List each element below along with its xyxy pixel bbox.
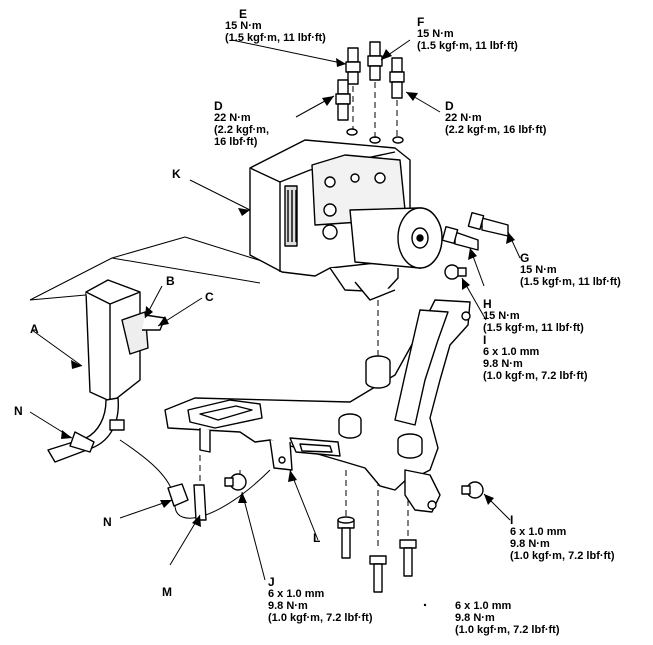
- rubber-mount-top: [365, 355, 391, 389]
- callout-j-line-2: 9.8 N·m: [268, 600, 308, 612]
- callout-j-letter: J: [268, 575, 275, 589]
- callout-i-upper: I 6 x 1.0 mm 9.8 N·m (1.0 kgf·m, 7.2 lbf…: [483, 334, 588, 382]
- bottom-bolt-spec-line-3: (1.0 kgf·m, 7.2 lbf·ft): [455, 624, 560, 636]
- callout-a: A: [30, 322, 39, 336]
- callout-e-line-1: 15 N·m: [225, 20, 262, 32]
- rubber-mount-right: [397, 433, 423, 459]
- leader-arrowheads: [61, 49, 515, 527]
- flare-nut-h: [441, 225, 479, 251]
- connector-a: [85, 279, 166, 403]
- callout-h-line-1: 15 N·m: [483, 310, 520, 322]
- callout-g-line-2: (1.5 kgf·m, 11 lbf·ft): [520, 276, 621, 288]
- callout-d-right: D 22 N·m (2.2 kgf·m, 16 lbf·ft): [445, 100, 546, 136]
- bolt-lower-right: [399, 539, 417, 577]
- modulator-unit: [249, 128, 443, 301]
- harness-band: [193, 484, 207, 521]
- callout-d-right-letter: D: [445, 99, 454, 113]
- callout-i-lower-letter: I: [510, 513, 514, 527]
- callout-d-left-line-1: 22 N·m: [214, 112, 251, 124]
- bottom-bolt-spec-line-2: 9.8 N·m: [455, 612, 495, 624]
- bolt-lower-middle: [369, 555, 387, 593]
- bolt-lower-left: [337, 516, 355, 559]
- flare-nut-f: [367, 41, 383, 81]
- callout-g: G 15 N·m (1.5 kgf·m, 11 lbf·ft): [520, 252, 621, 288]
- callout-j-line-3: (1.0 kgf·m, 7.2 lbf·ft): [268, 612, 373, 624]
- bottom-bolt-spec: 6 x 1.0 mm 9.8 N·m (1.0 kgf·m, 7.2 lbf·f…: [455, 600, 560, 636]
- flare-nut-d-right: [389, 57, 405, 99]
- callout-f-letter: F: [417, 15, 425, 29]
- callout-i-lower-line-3: (1.0 kgf·m, 7.2 lbf·ft): [510, 550, 615, 562]
- callout-n-upper: N: [14, 404, 23, 418]
- callout-f-line-1: 15 N·m: [417, 28, 454, 40]
- callout-i-lower-line-1: 6 x 1.0 mm: [510, 526, 567, 538]
- callout-d-right-line-1: 22 N·m: [445, 112, 482, 124]
- bolt-i-upper: [444, 264, 467, 280]
- connector-outline: [29, 236, 285, 301]
- callout-k: K: [172, 167, 181, 181]
- flare-nut-d-left: [335, 79, 351, 121]
- callout-f-line-2: (1.5 kgf·m, 11 lbf·ft): [417, 40, 518, 52]
- callout-e-line-2: (1.5 kgf·m, 11 lbf·ft): [225, 32, 326, 44]
- callout-c: C: [205, 290, 214, 304]
- wire-harness: [47, 397, 125, 463]
- callout-i-upper-letter: I: [483, 333, 487, 347]
- callout-d-left: D 22 N·m (2.2 kgf·m, 16 lbf·ft): [214, 100, 269, 148]
- flare-nut-e: [345, 47, 361, 85]
- callout-i-upper-line-2: 9.8 N·m: [483, 358, 523, 370]
- callout-d-left-line-2: (2.2 kgf·m,: [214, 124, 270, 136]
- callout-h-letter: H: [483, 297, 492, 311]
- callout-i-upper-line-3: (1.0 kgf·m, 7.2 lbf·ft): [483, 370, 588, 382]
- bottom-bolt-spec-line-1: 6 x 1.0 mm: [455, 600, 512, 612]
- callout-e: E 15 N·m (1.5 kgf·m, 11 lbf·ft): [225, 8, 326, 44]
- rubber-mount-left: [338, 413, 362, 439]
- callout-m: M: [162, 585, 172, 599]
- callout-h: H 15 N·m (1.5 kgf·m, 11 lbf·ft): [483, 298, 584, 334]
- callout-b: B: [166, 274, 175, 288]
- callout-f: F 15 N·m (1.5 kgf·m, 11 lbf·ft): [417, 16, 518, 52]
- callout-d-left-letter: D: [214, 99, 223, 113]
- callout-j-line-1: 6 x 1.0 mm: [268, 588, 325, 600]
- callout-g-letter: G: [520, 251, 530, 265]
- stray-dot: [423, 603, 427, 607]
- callout-j: J 6 x 1.0 mm 9.8 N·m (1.0 kgf·m, 7.2 lbf…: [268, 576, 373, 624]
- harness-clip: [167, 483, 189, 507]
- bolt-i-lower: [461, 481, 484, 499]
- callout-i-lower: I 6 x 1.0 mm 9.8 N·m (1.0 kgf·m, 7.2 lbf…: [510, 514, 615, 562]
- callout-h-line-2: (1.5 kgf·m, 11 lbf·ft): [483, 322, 584, 334]
- callout-l: L: [313, 531, 321, 545]
- callout-i-lower-line-2: 9.8 N·m: [510, 538, 550, 550]
- callout-g-line-1: 15 N·m: [520, 264, 557, 276]
- callout-d-right-line-2: (2.2 kgf·m, 16 lbf·ft): [445, 124, 547, 136]
- callout-i-upper-line-1: 6 x 1.0 mm: [483, 346, 540, 358]
- flare-nut-g: [467, 211, 509, 237]
- callout-d-left-line-3: 16 lbf·ft): [214, 136, 258, 148]
- callout-n-lower: N: [103, 515, 112, 529]
- bolt-j: [224, 473, 247, 491]
- bracket: [164, 299, 471, 513]
- callout-e-letter: E: [239, 7, 248, 21]
